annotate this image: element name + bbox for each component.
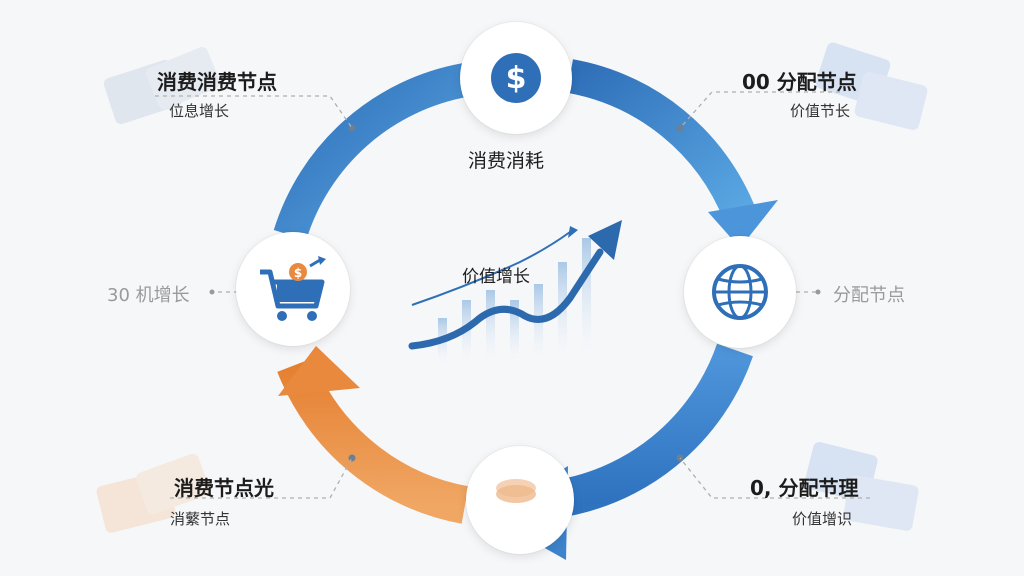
node-top-label: 消费消耗 (468, 150, 545, 172)
node-left: $ (236, 232, 350, 346)
svg-text:$: $ (294, 266, 302, 280)
coin-icon (496, 479, 536, 503)
callout-right-title: 分配节点 (833, 285, 905, 306)
node-bottom (466, 446, 574, 554)
shopping-cart-icon: $ (260, 256, 326, 321)
callout-top-left-title: 消费消费节点 (157, 70, 277, 94)
center-growth-chart (408, 220, 622, 370)
decorative-card-top-right (815, 42, 928, 131)
callout-bottom-right-title: 0, 分配节理 (750, 476, 859, 500)
callout-top-right-subtitle: 价值节长 (790, 102, 851, 120)
callout-top-right-title: 00 分配节点 (742, 70, 857, 94)
arrowhead-left (278, 346, 360, 396)
callout-bottom-left-subtitle: 消蘩节点 (170, 510, 231, 528)
callout-bottom-left-title: 消费节点光 (174, 476, 274, 500)
globe-icon (712, 264, 768, 320)
arrowhead-right (708, 200, 778, 248)
node-right (684, 236, 796, 348)
arc-left-to-top (273, 63, 469, 241)
callout-top-left-subtitle: 位息增长 (169, 102, 230, 120)
decorative-card-bottom-left (96, 453, 210, 533)
ring-dot (348, 454, 356, 462)
center-label: 价值增长 (462, 267, 530, 287)
decorative-card-top-left (103, 47, 221, 125)
arc-right-to-bottom (547, 343, 753, 519)
callout-bottom-right-subtitle: 价值增识 (792, 510, 853, 528)
dollar-coin-icon: $ (491, 53, 541, 103)
svg-text:$: $ (506, 61, 527, 96)
arc-top-to-right (566, 59, 756, 222)
node-top: $ (460, 22, 572, 134)
decorative-card-bottom-right (804, 442, 919, 531)
callout-left-title: 30 机增长 (107, 285, 190, 306)
